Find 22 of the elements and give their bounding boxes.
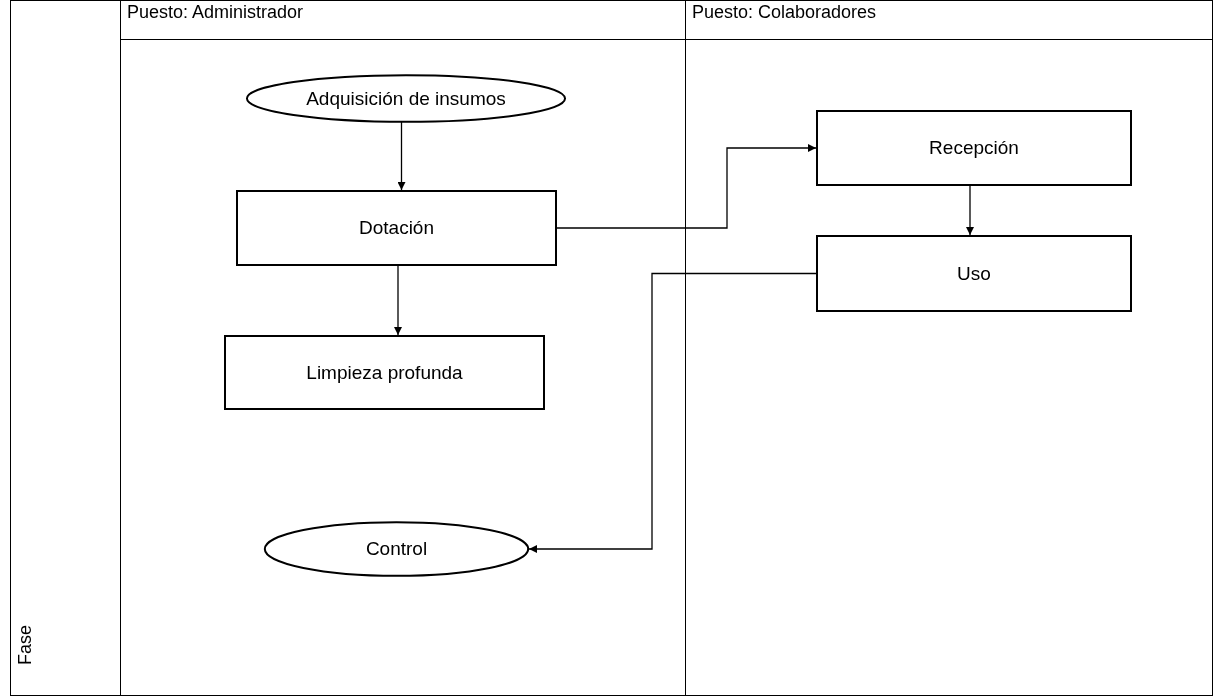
terminator-ellipse bbox=[264, 522, 529, 576]
node-label: Control bbox=[365, 538, 428, 560]
arrow bbox=[397, 121, 406, 191]
node-label: Dotación bbox=[359, 217, 434, 239]
arrow bbox=[528, 272, 817, 553]
node-label: Uso bbox=[957, 262, 991, 285]
row-label: Fase bbox=[15, 624, 36, 665]
process-box bbox=[816, 110, 1132, 186]
node-label: Recepción bbox=[929, 137, 1019, 159]
arrow bbox=[556, 144, 817, 229]
node-label: Adquisición de insumos bbox=[306, 87, 506, 110]
arrow bbox=[966, 185, 974, 236]
terminator-ellipse bbox=[246, 75, 566, 122]
swimlane bbox=[120, 0, 685, 696]
process-box bbox=[224, 335, 545, 410]
process-box bbox=[816, 235, 1132, 312]
arrow bbox=[394, 265, 402, 336]
lane-header: Puesto: Administrador bbox=[127, 2, 304, 23]
swimlane bbox=[685, 0, 1213, 696]
process-box bbox=[236, 190, 557, 266]
node-label: Limpieza profunda bbox=[306, 361, 463, 384]
lane-header: Puesto: Colaboradores bbox=[692, 2, 877, 23]
